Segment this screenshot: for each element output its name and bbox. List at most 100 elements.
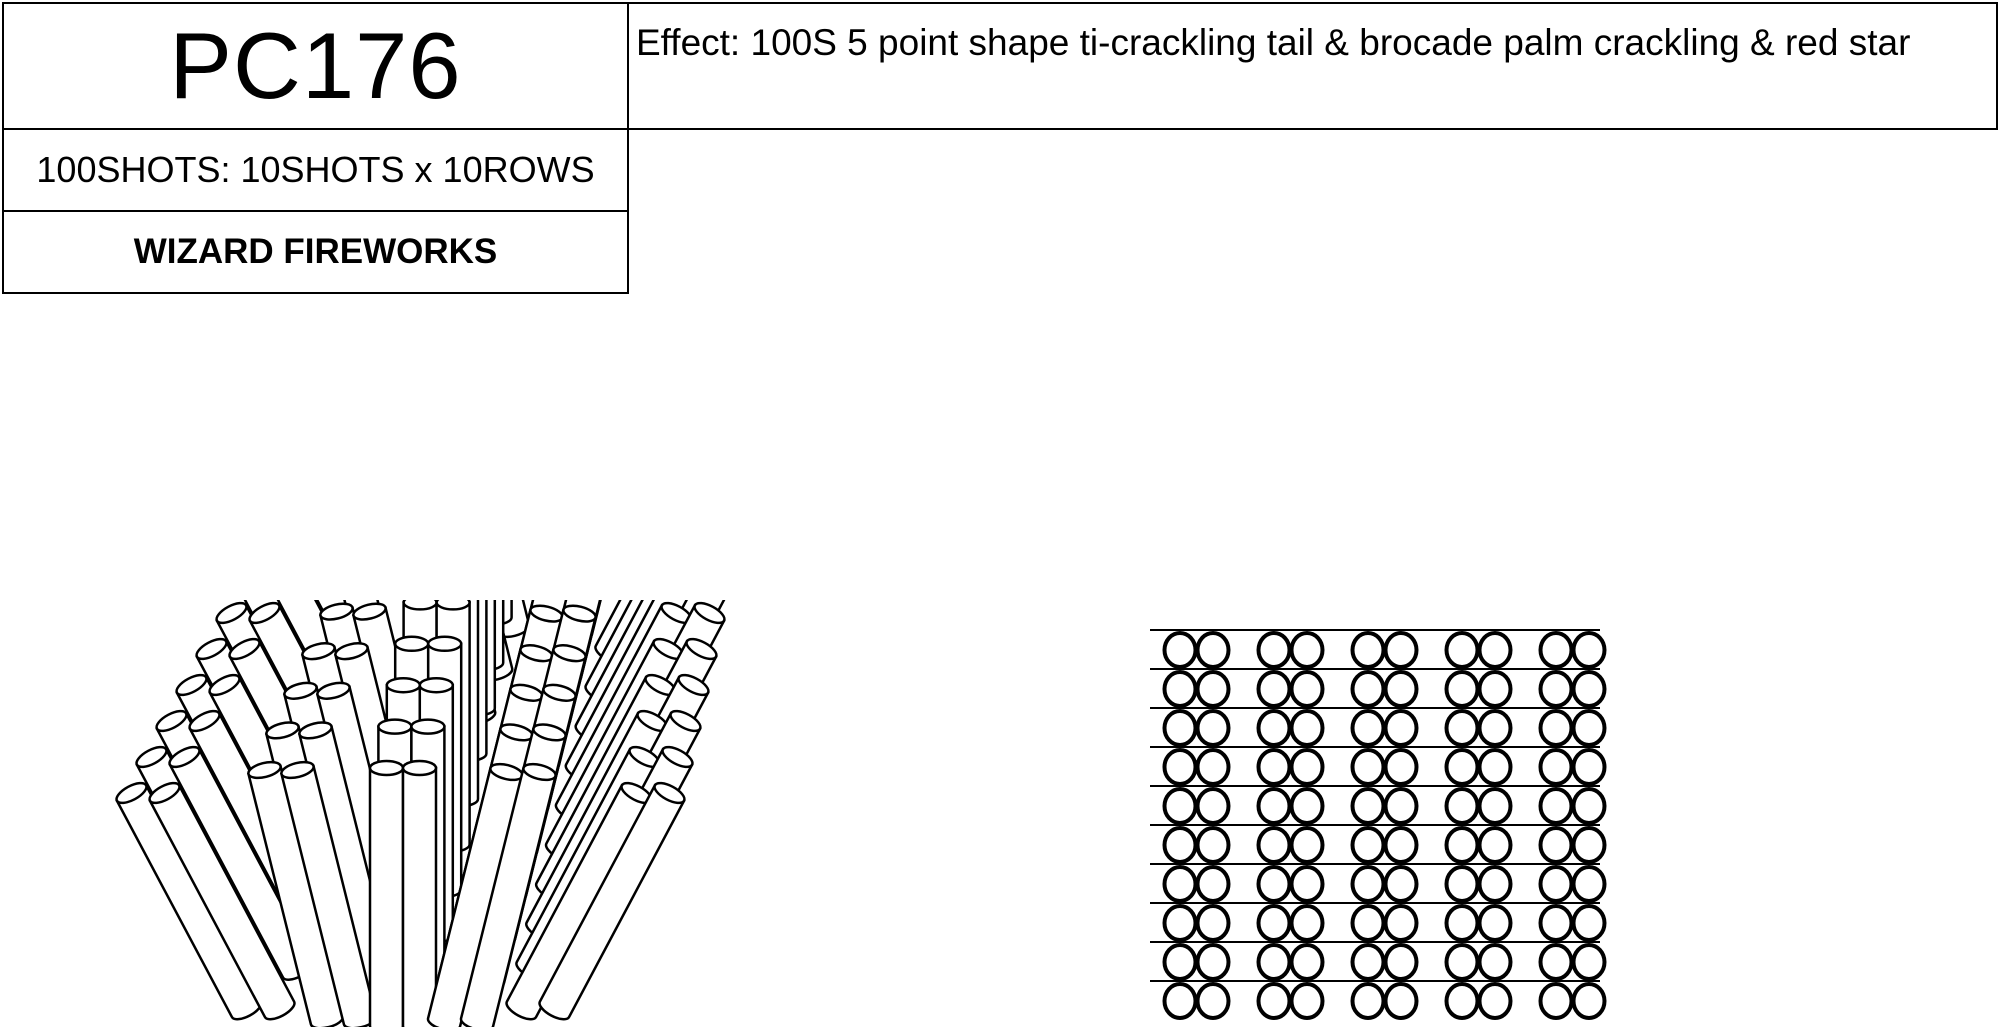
tube-opening-circle	[1256, 787, 1292, 825]
brand-name: WIZARD FIREWORKS	[133, 232, 498, 271]
tube-opening-circle	[1444, 943, 1480, 981]
tube-opening-circle	[1289, 943, 1325, 981]
tube	[401, 759, 438, 1027]
tube-opening-circle	[1383, 904, 1419, 942]
tube	[538, 781, 686, 1021]
tube-opening-circle	[1195, 826, 1231, 864]
tube-opening-circle	[1195, 865, 1231, 903]
tube-opening-circle	[1477, 709, 1513, 747]
tube-opening-circle	[1162, 709, 1198, 747]
tube-opening-circle	[1256, 904, 1292, 942]
tube-opening-circle	[1477, 865, 1513, 903]
tube-opening-circle	[1477, 748, 1513, 786]
tube-opening-circle	[1538, 709, 1574, 747]
tube-opening-circle	[1477, 631, 1513, 669]
tube-opening-circle	[1571, 826, 1607, 864]
tube-opening-circle	[1383, 865, 1419, 903]
tube-opening-circle	[1162, 748, 1198, 786]
tube-opening-circle	[1477, 904, 1513, 942]
tube-opening-circle	[1350, 631, 1386, 669]
tube-opening-circle	[1195, 631, 1231, 669]
shots-cell: 100SHOTS: 10SHOTS x 10ROWS	[2, 128, 629, 212]
tube	[368, 759, 405, 1027]
tube-opening-circle	[1256, 943, 1292, 981]
tube-opening-circle	[1538, 631, 1574, 669]
tube-opening-circle	[1256, 865, 1292, 903]
tube-opening-circle	[1538, 943, 1574, 981]
tube-opening-circle	[1256, 709, 1292, 747]
tube-opening-circle	[1571, 865, 1607, 903]
tube-opening-circle	[1444, 631, 1480, 669]
brand-cell: WIZARD FIREWORKS	[2, 210, 629, 294]
tube-opening-circle	[1571, 709, 1607, 747]
tube-opening-circle	[1571, 904, 1607, 942]
tube-opening-circle	[1162, 670, 1198, 708]
tube	[505, 781, 653, 1021]
tube-opening-circle	[1571, 982, 1607, 1020]
tube-opening-circle	[1162, 631, 1198, 669]
tube-opening-circle	[1162, 943, 1198, 981]
tube-opening-circle	[1444, 865, 1480, 903]
tube-opening-circle	[1477, 787, 1513, 825]
tube-opening-circle	[1571, 943, 1607, 981]
tube-opening-circle	[1477, 943, 1513, 981]
tube-opening-circle	[1383, 748, 1419, 786]
tube-opening-circle	[1289, 982, 1325, 1020]
tube-opening-circle	[1350, 982, 1386, 1020]
tube-opening-circle	[1256, 826, 1292, 864]
tube-opening-circle	[1444, 787, 1480, 825]
tube-opening-circle	[1195, 982, 1231, 1020]
tube	[148, 781, 296, 1021]
tube-opening-circle	[1195, 943, 1231, 981]
tube-opening-circle	[1350, 943, 1386, 981]
tube-opening-circle	[1256, 631, 1292, 669]
tube-side-view-illustration	[115, 600, 758, 1027]
tube-opening-circle	[1162, 826, 1198, 864]
tube-opening-circle	[1571, 670, 1607, 708]
tube-opening-circle	[1383, 787, 1419, 825]
tube-opening-circle	[1195, 709, 1231, 747]
tube-opening-circle	[1350, 904, 1386, 942]
tube-opening-circle	[1289, 748, 1325, 786]
tube-opening-circle	[1383, 670, 1419, 708]
tube-opening-circle	[1350, 709, 1386, 747]
product-code: PC176	[169, 13, 462, 118]
effect-cell: Effect: 100S 5 point shape ti-crackling …	[627, 2, 1998, 130]
tube-opening-circle	[1444, 709, 1480, 747]
shots-configuration: 100SHOTS: 10SHOTS x 10ROWS	[36, 149, 595, 190]
tube-opening-circle	[1162, 904, 1198, 942]
tube-opening-circle	[1195, 904, 1231, 942]
tube-opening-circle	[1444, 982, 1480, 1020]
tube-opening-circle	[1289, 904, 1325, 942]
tube-opening-circle	[1477, 670, 1513, 708]
effect-description: Effect: 100S 5 point shape ti-crackling …	[636, 22, 1911, 63]
tube-opening-circle	[1383, 826, 1419, 864]
tube-opening-circle	[1289, 865, 1325, 903]
tube-opening-circle	[1444, 904, 1480, 942]
tube-opening-circle	[1571, 787, 1607, 825]
tube-opening-circle	[1538, 904, 1574, 942]
tube-opening-circle	[1350, 670, 1386, 708]
tube-opening-circle	[1256, 982, 1292, 1020]
tube-opening-circle	[1350, 865, 1386, 903]
tube-opening-circle	[1538, 787, 1574, 825]
tube-opening-circle	[1195, 670, 1231, 708]
tube-opening-circle	[1350, 748, 1386, 786]
tube-top-view-grid	[1150, 629, 1607, 1020]
tube-opening-circle	[1383, 631, 1419, 669]
tube-opening-circle	[1444, 670, 1480, 708]
tube-opening-circle	[1538, 865, 1574, 903]
tube-opening-circle	[1383, 982, 1419, 1020]
tube-opening-circle	[1162, 787, 1198, 825]
tube-opening-circle	[1444, 826, 1480, 864]
tube-opening-circle	[1538, 982, 1574, 1020]
tube-opening-circle	[1350, 826, 1386, 864]
tube-opening-circle	[1162, 982, 1198, 1020]
tube-opening-circle	[1571, 748, 1607, 786]
product-code-cell: PC176	[2, 2, 629, 130]
tube-opening-circle	[1350, 787, 1386, 825]
tube-opening-circle	[1195, 787, 1231, 825]
tube-opening-circle	[1477, 826, 1513, 864]
tube-opening-circle	[1571, 631, 1607, 669]
tube-opening-circle	[1256, 748, 1292, 786]
